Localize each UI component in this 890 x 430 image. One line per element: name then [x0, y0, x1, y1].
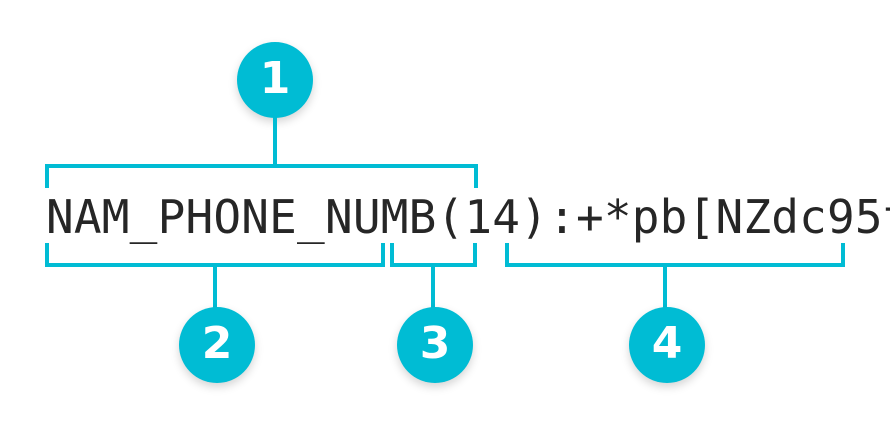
bracket-segment-2: [45, 243, 385, 267]
bracket-segment-3: [390, 243, 477, 267]
badge-1-connector-stem: [273, 116, 277, 166]
badge-2-connector-stem: [213, 265, 217, 313]
badge-3-connector-stem: [431, 265, 435, 313]
badge-3-label: 3: [419, 318, 451, 369]
badge-4[interactable]: 4: [629, 307, 705, 383]
badge-4-connector-stem: [663, 265, 667, 313]
bracket-segment-1: [45, 164, 478, 188]
code-string: NAM_PHONE_NUMB(14):+*pb[NZdc95tLB: [46, 190, 890, 244]
badge-1-label: 1: [259, 53, 291, 104]
badge-3[interactable]: 3: [397, 307, 473, 383]
badge-1[interactable]: 1: [237, 42, 313, 118]
badge-2[interactable]: 2: [179, 307, 255, 383]
bracket-segment-4: [505, 243, 845, 267]
badge-4-label: 4: [651, 318, 683, 369]
badge-2-label: 2: [201, 318, 233, 369]
